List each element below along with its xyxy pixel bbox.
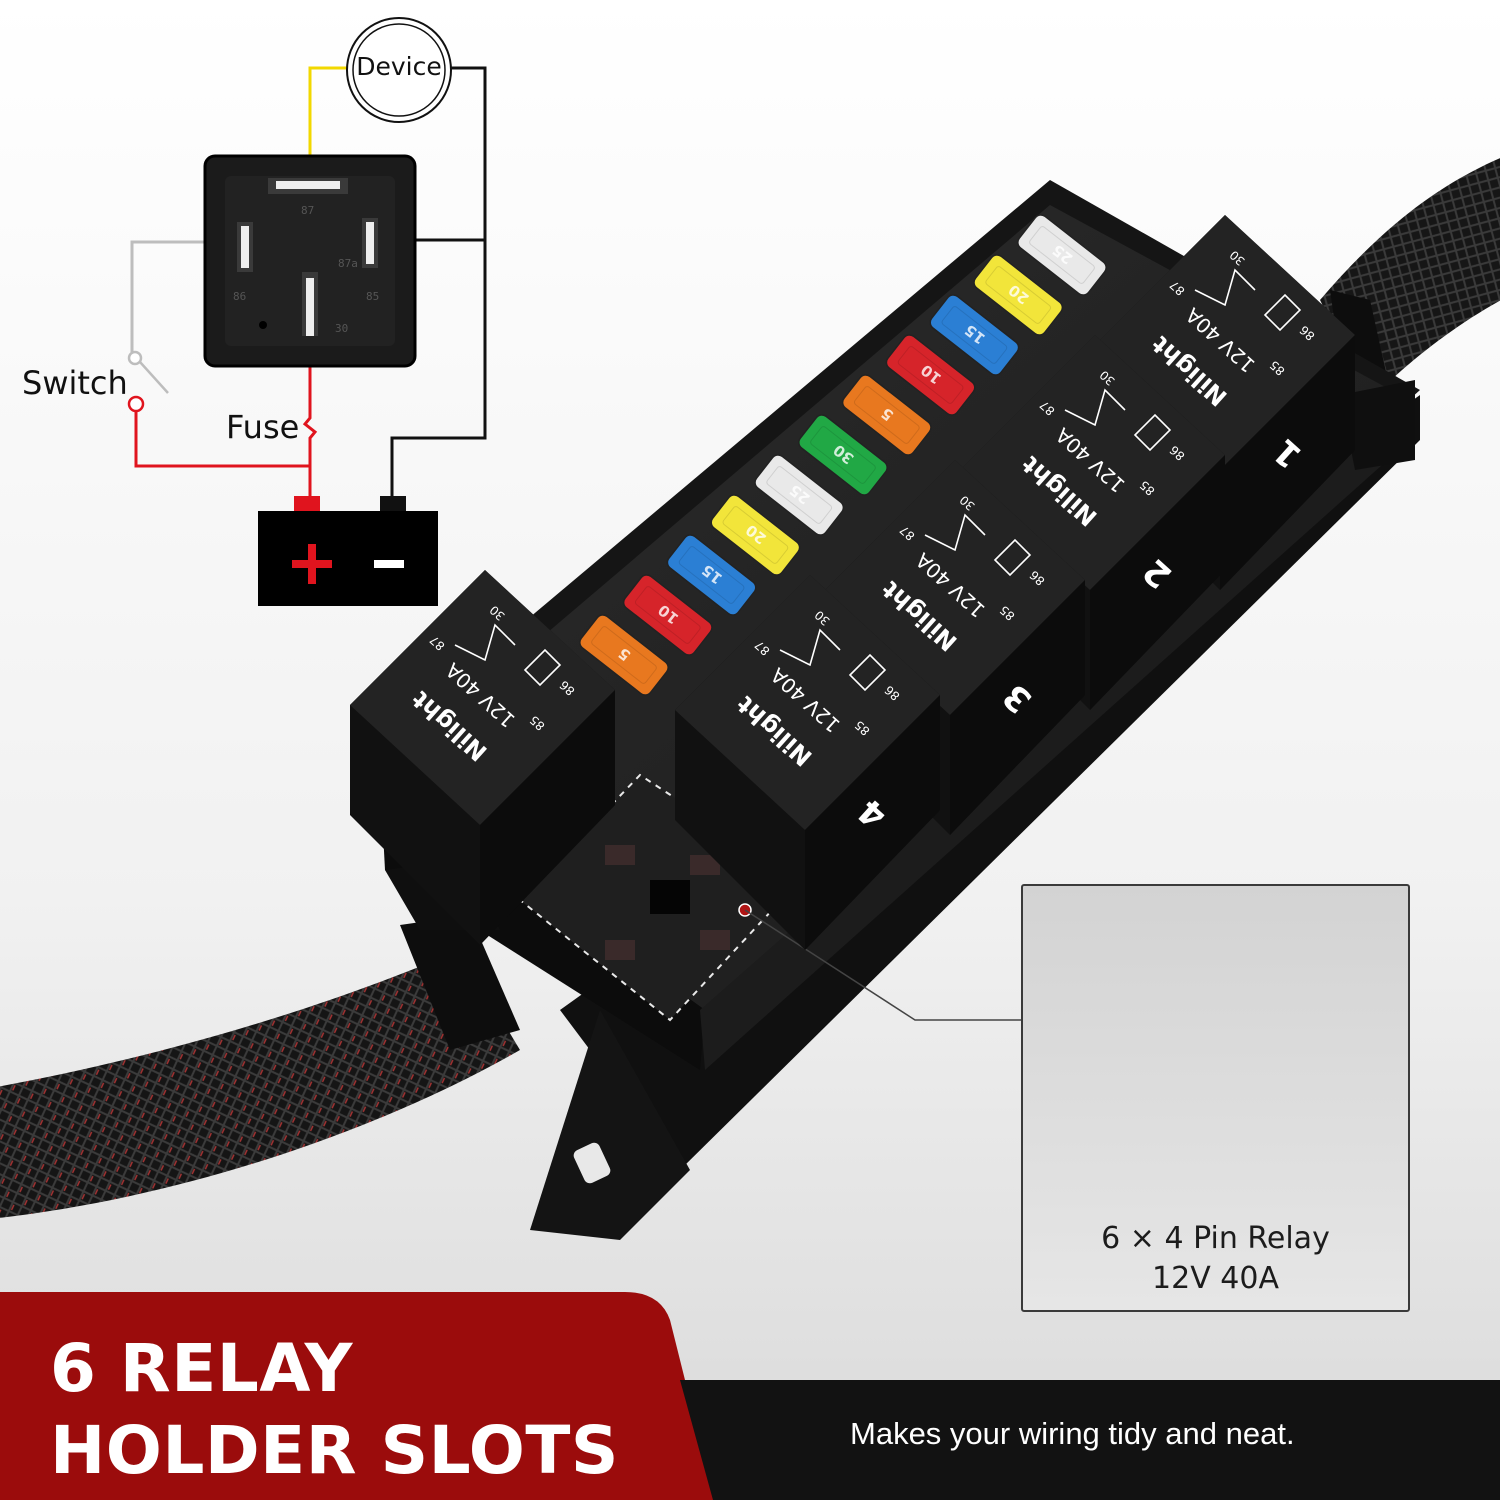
fuse: 25 — [754, 454, 845, 536]
battery — [258, 496, 438, 606]
svg-text:86: 86 — [233, 290, 246, 303]
fuse: 20 — [710, 494, 801, 576]
fuse: 10 — [622, 574, 713, 656]
fuse: 5 — [841, 374, 932, 456]
fuse: 10 — [885, 334, 976, 416]
red-wire-main — [302, 340, 318, 500]
headline-line1: 6 RELAY — [50, 1330, 353, 1407]
relay-pinout-diagram: 87 87a 86 85 30 — [203, 154, 417, 368]
black-wire-device — [390, 66, 487, 500]
battery-minus-icon — [374, 560, 404, 568]
device-label: Device — [356, 52, 442, 81]
relay-caption-line2: 12V 40A — [1152, 1261, 1279, 1296]
banner-dark-panel — [680, 1380, 1500, 1500]
fuse: 30 — [798, 414, 888, 496]
relay-caption-line1: 6 × 4 Pin Relay — [1101, 1221, 1330, 1256]
yellow-wire — [308, 66, 350, 180]
relay-callout-card: 6 × 4 Pin Relay 12V 40A — [1021, 884, 1410, 1312]
svg-text:30: 30 — [335, 322, 348, 335]
switch-label: Switch — [22, 364, 128, 402]
fuse: 25 — [1017, 214, 1107, 296]
harness-cable-left — [0, 915, 520, 1218]
svg-text:85: 85 — [366, 290, 379, 303]
svg-text:87: 87 — [301, 204, 314, 217]
svg-text:87a: 87a — [338, 257, 358, 270]
fuse: 5 — [579, 614, 669, 696]
fuse-label: Fuse — [226, 408, 300, 446]
headline: 6 RELAY HOLDER SLOTS — [50, 1328, 619, 1492]
device-circle-inner — [352, 23, 446, 117]
fuse: 20 — [973, 254, 1064, 336]
headline-line2: HOLDER SLOTS — [50, 1412, 619, 1489]
banner-red-panel — [0, 1292, 715, 1500]
switch-symbol — [127, 350, 169, 413]
fuse: 15 — [929, 294, 1020, 376]
relay-caption: 6 × 4 Pin Relay 12V 40A — [1023, 1219, 1408, 1299]
fuse: 15 — [666, 534, 757, 616]
red-wire-switch — [134, 408, 310, 468]
wiring-diagram: 87 87a 86 85 30 — [127, 17, 487, 606]
tagline: Makes your wiring tidy and neat. — [850, 1416, 1295, 1451]
